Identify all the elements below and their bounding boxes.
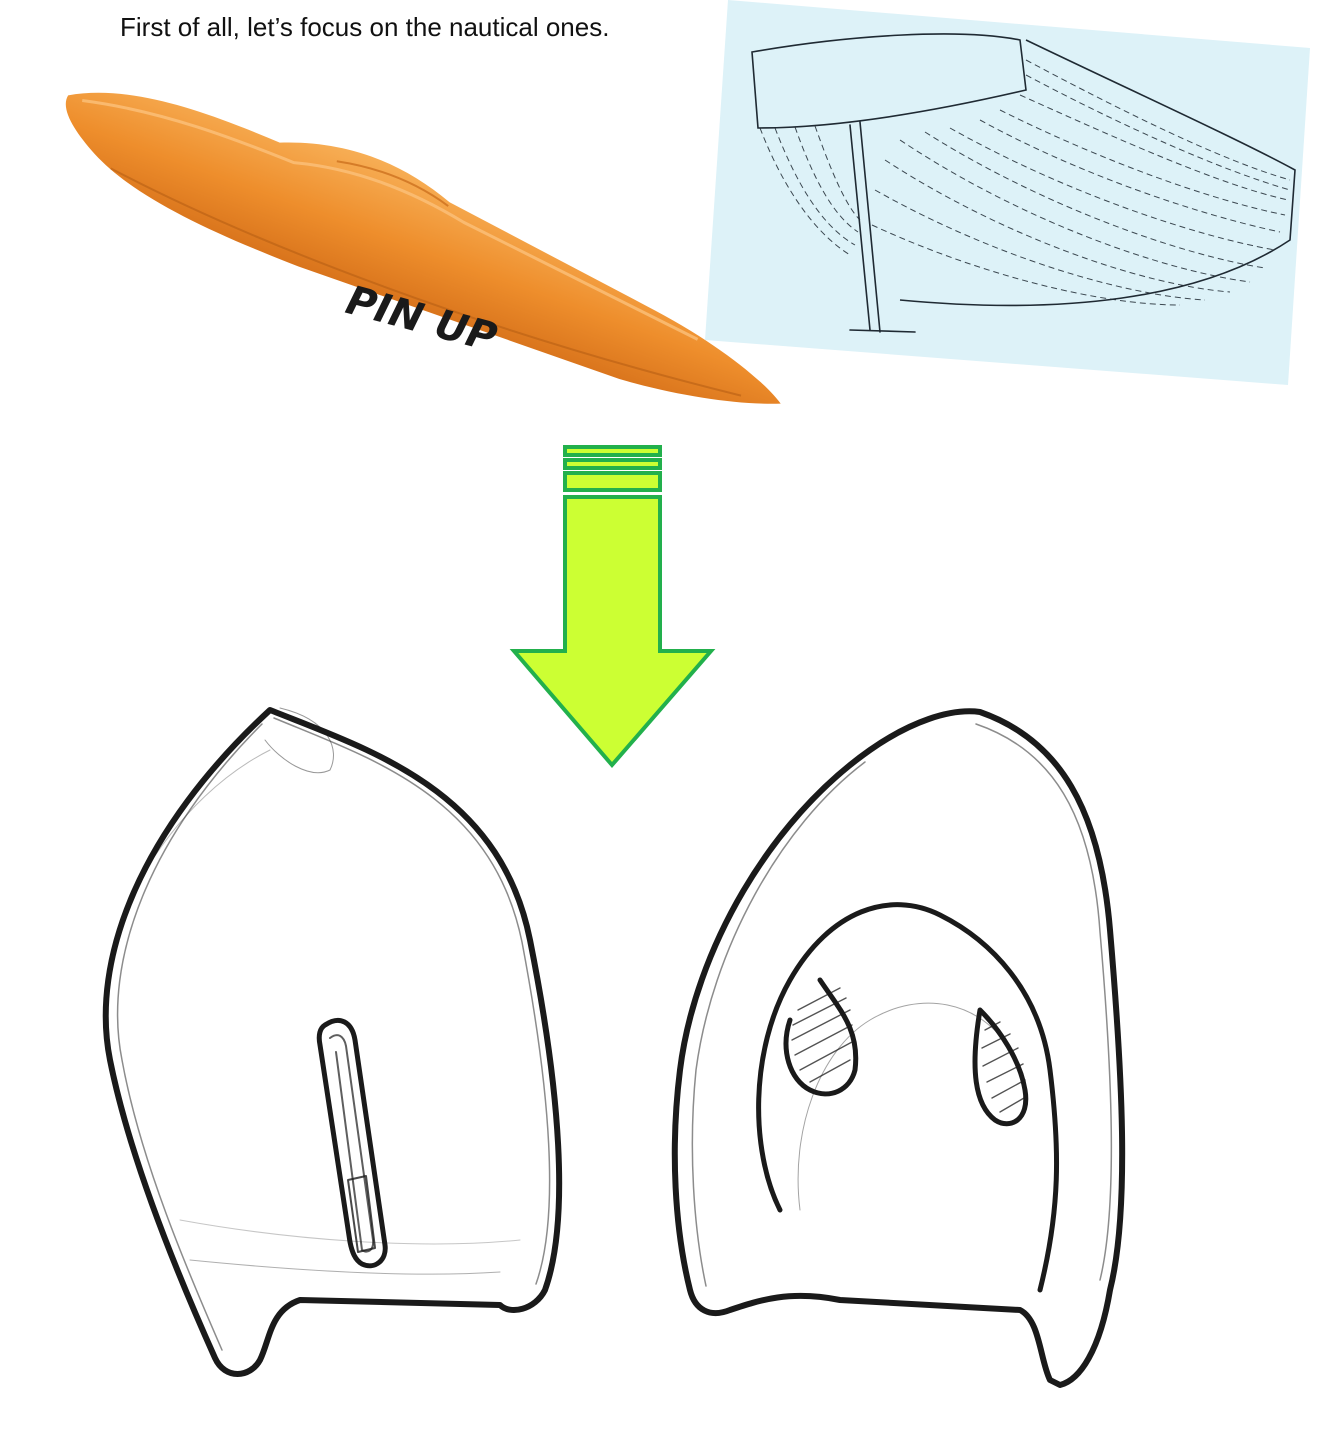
boat-hull-drawing [700,0,1310,385]
paddle-sketch-top [640,650,1220,1456]
paddle-sketch-bottom [30,660,630,1456]
intro-text: First of all, let’s focus on the nautica… [120,12,609,43]
kayak-image: PIN UP [0,70,800,490]
